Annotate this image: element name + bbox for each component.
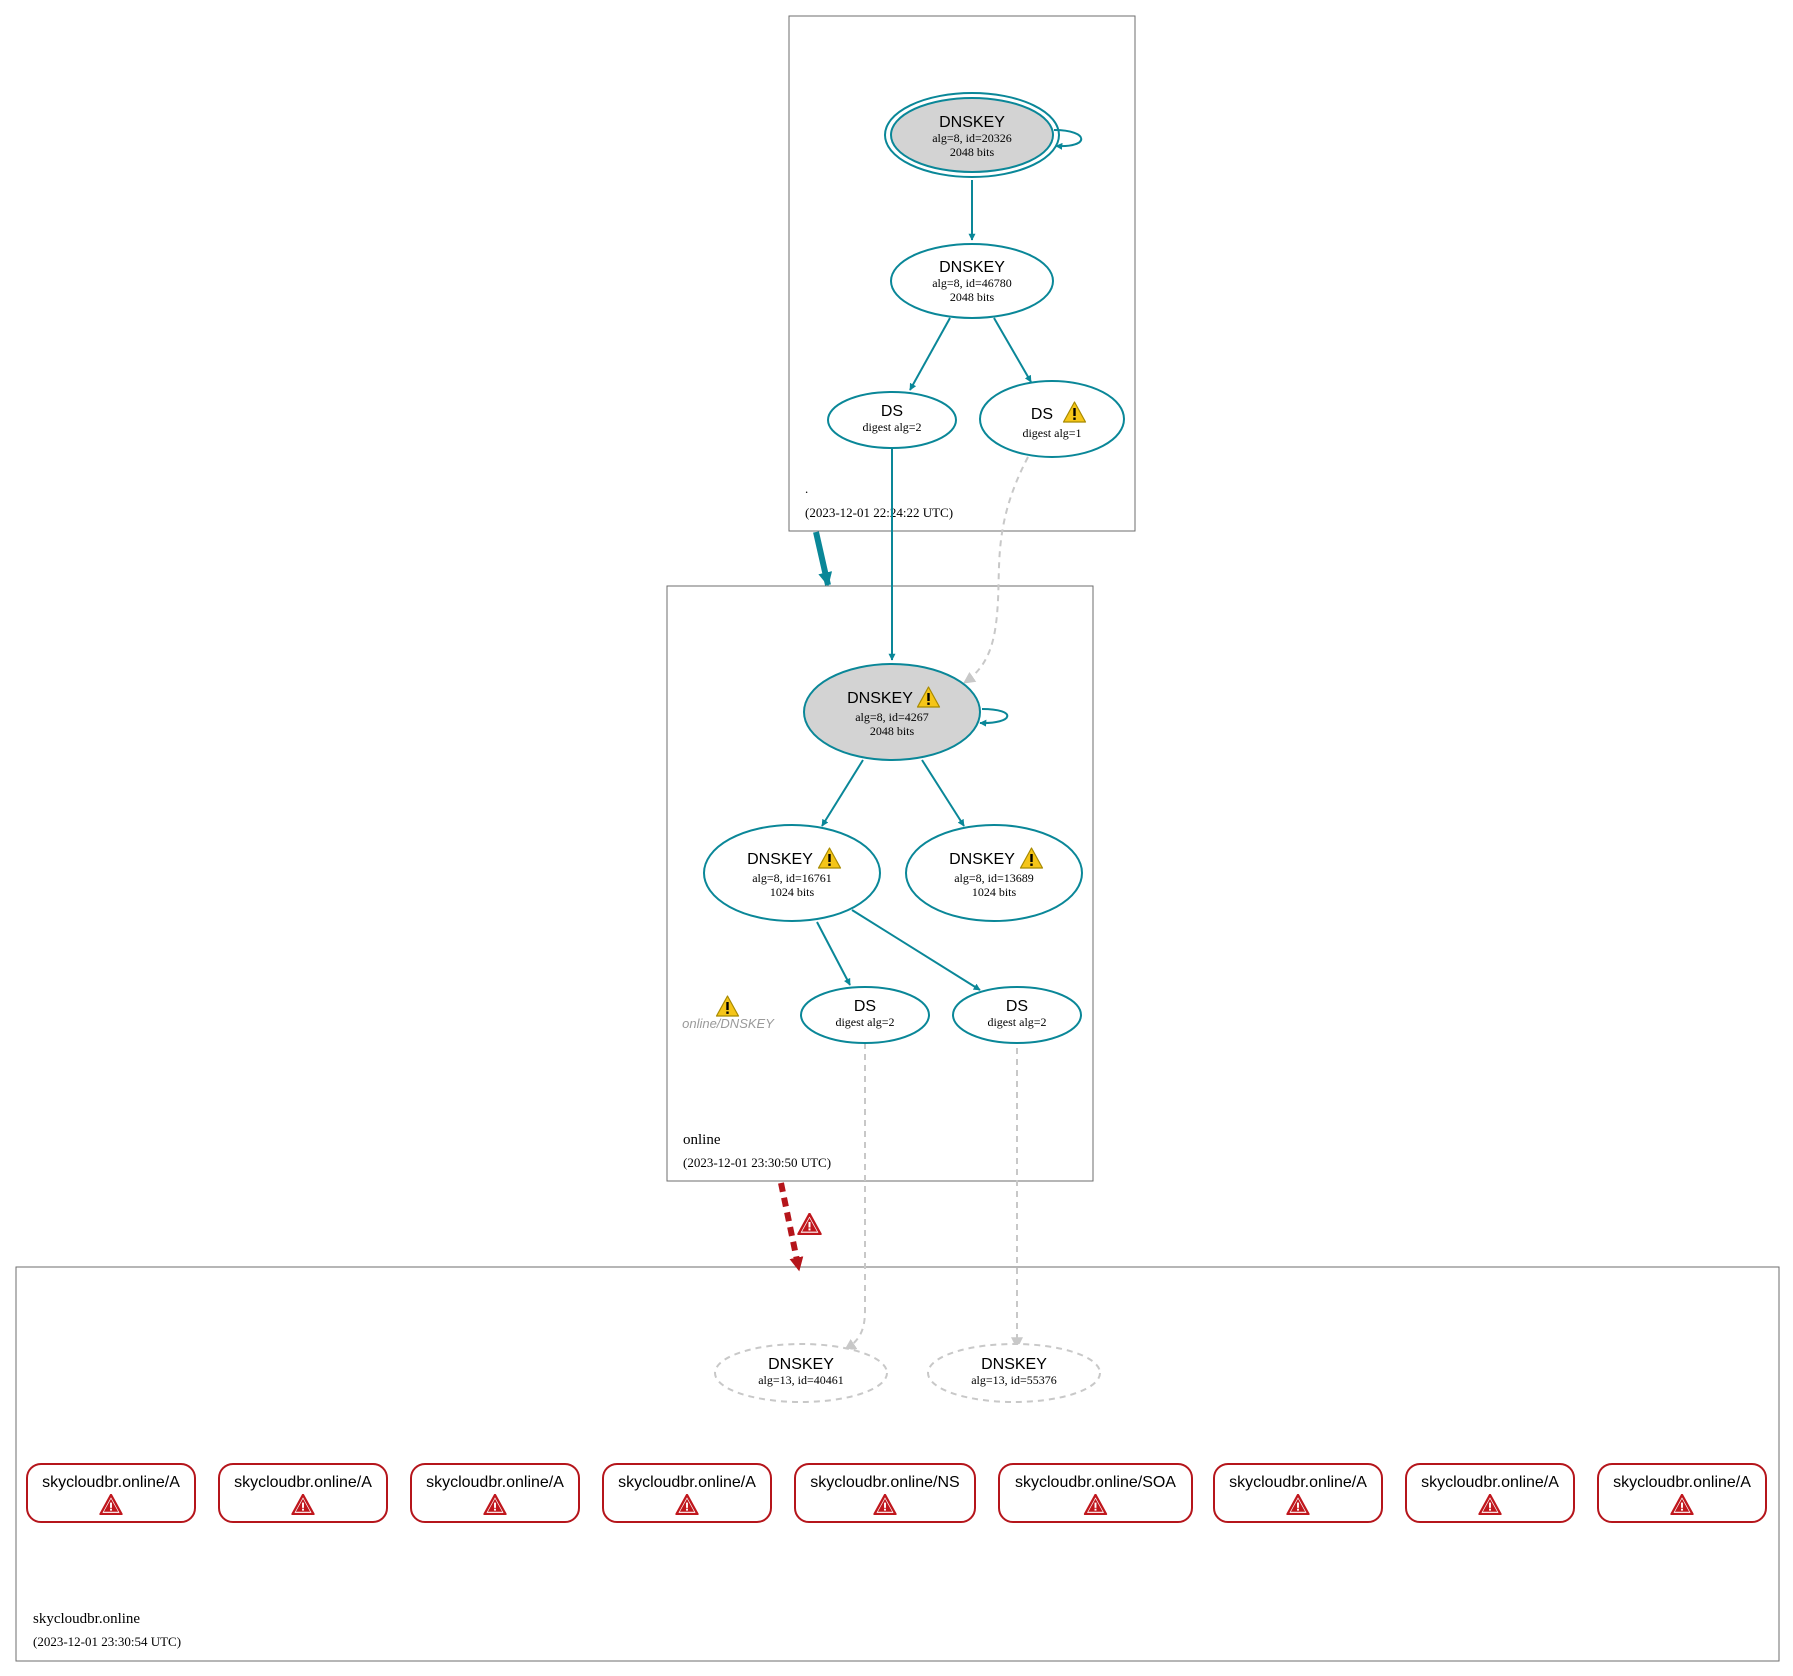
node-detail: alg=8, id=46780 [932, 276, 1012, 290]
node-sky-dnskey-40461[interactable]: DNSKEY alg=13, id=40461 [714, 1343, 888, 1403]
rrset-label: skycloudbr.online/A [426, 1474, 564, 1491]
zone-skycloudbr: skycloudbr.online (2023-12-01 23:30:54 U… [15, 1266, 1780, 1662]
rrset-node[interactable]: skycloudbr.online/A [1597, 1463, 1767, 1523]
edges [778, 129, 1083, 1351]
node-detail: 1024 bits [972, 885, 1017, 899]
node-root-ds-alg2[interactable]: DS digest alg=2 [827, 391, 957, 449]
rrset-label: skycloudbr.online/A [1613, 1474, 1751, 1491]
edge-ksk-self-sign [1053, 129, 1083, 150]
rrset-label: skycloudbr.online/A [1421, 1474, 1559, 1491]
edge-zsk1-to-ds-b [851, 909, 981, 991]
rrset-label: skycloudbr.online/A [234, 1474, 372, 1491]
node-title: DS [1031, 406, 1053, 423]
node-detail: digest alg=2 [987, 1015, 1046, 1029]
node-sky-dnskey-55376[interactable]: DNSKEY alg=13, id=55376 [927, 1343, 1101, 1403]
node-detail: alg=8, id=13689 [954, 871, 1034, 885]
edge-delegation-root-online [813, 531, 833, 587]
node-title: DNSKEY [768, 1356, 834, 1373]
node-title: DNSKEY [847, 690, 913, 707]
edge-delegation-online-sky [778, 1182, 804, 1272]
node-online-zsk-13689[interactable]: DNSKEY alg=8, id=13689 1024 bits [905, 824, 1083, 922]
node-title: DS [881, 403, 903, 420]
zone-name: online [683, 1132, 721, 1148]
rrset-label: skycloudbr.online/A [42, 1474, 180, 1491]
rrset-node[interactable]: skycloudbr.online/A [602, 1463, 772, 1523]
warning-icon [715, 995, 740, 1017]
edge-zsk1-to-ds-a [816, 921, 851, 986]
node-online-ds-b[interactable]: DS digest alg=2 [952, 986, 1082, 1044]
zone-root: . (2023-12-01 22:24:22 UTC) [788, 15, 1136, 532]
error-icon [797, 1213, 822, 1235]
rrset-row: skycloudbr.online/A skycloudbr.online/A sk… [26, 1463, 1767, 1523]
zone-timestamp: (2023-12-01 23:30:50 UTC) [683, 1155, 831, 1170]
node-detail: alg=8, id=16761 [752, 871, 832, 885]
node-title: DNSKEY [747, 851, 813, 868]
rrset-label: skycloudbr.online/A [618, 1474, 756, 1491]
rrset-node[interactable]: skycloudbr.online/NS [794, 1463, 976, 1523]
node-title: DNSKEY [939, 259, 1005, 276]
edge-ds1-to-online-ksk [963, 456, 1029, 684]
rrset-label: skycloudbr.online/A [1229, 1474, 1367, 1491]
node-detail: digest alg=1 [1022, 426, 1081, 440]
edge-zsk-to-ds2 [909, 317, 951, 391]
zone-name: . [805, 481, 808, 496]
node-detail: alg=13, id=40461 [758, 1373, 844, 1387]
rrset-node[interactable]: skycloudbr.online/A [26, 1463, 196, 1523]
zone-timestamp: (2023-12-01 22:24:22 UTC) [805, 505, 953, 520]
rrset-node[interactable]: skycloudbr.online/A [1405, 1463, 1575, 1523]
node-detail: 1024 bits [770, 885, 815, 899]
edge-ds-a-to-sky-dnskey1 [844, 1043, 866, 1351]
node-detail: alg=8, id=20326 [932, 131, 1012, 145]
node-root-ds-alg1[interactable]: DS digest alg=1 [979, 380, 1125, 458]
edge-zsk-to-ds1 [993, 317, 1032, 383]
zone-online: online (2023-12-01 23:30:50 UTC) [666, 585, 1094, 1182]
edge-online-ksk-self-sign [979, 708, 1009, 727]
rrset-node[interactable]: skycloudbr.online/SOA [998, 1463, 1193, 1523]
node-detail: 2048 bits [950, 290, 995, 304]
node-detail: digest alg=2 [862, 420, 921, 434]
rrset-node[interactable]: skycloudbr.online/A [218, 1463, 388, 1523]
edge-online-ksk-to-zsk1 [821, 759, 864, 827]
node-detail: alg=13, id=55376 [971, 1373, 1057, 1387]
node-detail: 2048 bits [950, 145, 995, 159]
node-detail: alg=8, id=4267 [855, 710, 929, 724]
rrset-node[interactable]: skycloudbr.online/A [410, 1463, 580, 1523]
node-online-ds-a[interactable]: DS digest alg=2 [800, 986, 930, 1044]
warning-label: online/DNSKEY [682, 1016, 775, 1031]
node-detail: 2048 bits [870, 724, 915, 738]
rrset-label: skycloudbr.online/NS [810, 1474, 959, 1491]
node-title: DS [1006, 998, 1028, 1015]
rrset-node[interactable]: skycloudbr.online/A [1213, 1463, 1383, 1523]
node-root-ksk[interactable]: DNSKEY alg=8, id=20326 2048 bits [884, 92, 1060, 178]
node-title: DNSKEY [939, 114, 1005, 131]
zone-name: skycloudbr.online [33, 1611, 140, 1627]
node-root-zsk[interactable]: DNSKEY alg=8, id=46780 2048 bits [890, 243, 1054, 319]
online-dnskey-warning[interactable]: online/DNSKEY [682, 995, 775, 1031]
zone-timestamp: (2023-12-01 23:30:54 UTC) [33, 1634, 181, 1649]
edge-online-ksk-to-zsk2 [921, 759, 965, 827]
node-detail: digest alg=2 [835, 1015, 894, 1029]
node-title: DNSKEY [981, 1356, 1047, 1373]
node-title: DS [854, 998, 876, 1015]
node-online-zsk-16761[interactable]: DNSKEY alg=8, id=16761 1024 bits [703, 824, 881, 922]
node-title: DNSKEY [949, 851, 1015, 868]
rrset-label: skycloudbr.online/SOA [1015, 1474, 1176, 1491]
node-online-ksk[interactable]: DNSKEY alg=8, id=4267 2048 bits [803, 663, 981, 761]
